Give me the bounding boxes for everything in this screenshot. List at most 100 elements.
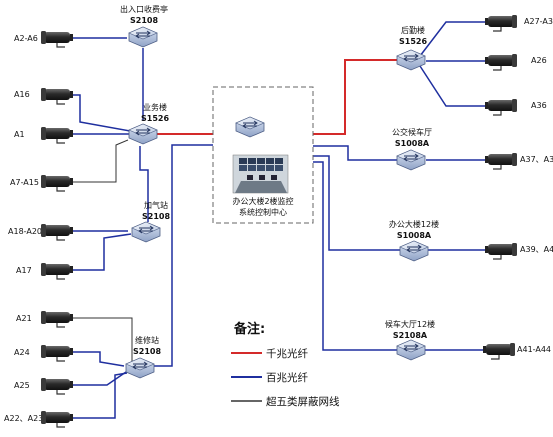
switch-entrance-name: 出入口收费亭 [120,4,168,14]
switch-icon [396,339,426,361]
link-gas-business [139,146,149,222]
camera-label: A2-A6 [14,34,38,43]
switch-business: 业务楼 S1526 [128,102,169,145]
camera-left-3: A7-A15 [10,174,74,192]
link-logistics-a27a35 [419,21,485,57]
camera-left-8: A25 [14,377,74,395]
camera-icon [40,30,74,48]
camera-label: A37、A38 [520,155,553,164]
camera-label: A24 [14,348,30,357]
switch-gas: 加气站 S2108 [131,200,170,243]
camera-icon [484,53,518,71]
switch-repair: 维修站 S2108 [125,335,161,379]
switch-bus-hall-model: S1008A [395,139,430,148]
link-a22a23-repair [72,372,128,419]
camera-right-5: A41-A44 [482,342,551,360]
legend-title: 备注: [233,321,265,337]
camera-label: A22、A23 [4,414,43,423]
switch-gas-name: 加气站 [144,200,168,210]
switch-icon [128,123,158,145]
camera-left-9: A22、A23 [4,410,74,428]
camera-label: A39、A40 [520,245,553,254]
link-a25-repair [72,371,127,386]
switch-bus-hall: 公交候车厅 S1008A [392,127,432,171]
switch-repair-model: S2108 [133,347,161,356]
camera-left-0: A2-A6 [14,30,74,48]
link-repair-center [154,144,213,367]
switch-business-name: 业务楼 [143,102,167,112]
camera-label: A7-A15 [10,178,39,187]
camera-right-1: A26 [484,53,547,71]
switch-icon [396,149,426,171]
switch-logistics: 后勤楼 S1526 [396,25,427,71]
link-logistics-a36 [419,65,485,107]
camera-right-4: A39、A40 [484,242,553,260]
switch-icon [128,26,158,48]
camera-icon [482,342,516,360]
camera-label: A17 [16,266,32,275]
control-center: 办公大楼2楼监控 系统控制中心 [212,86,314,224]
switch-business-model: S1526 [141,114,169,123]
camera-right-2: A36 [484,98,547,116]
switch-entrance-model: S2108 [130,16,158,25]
camera-icon [484,242,518,260]
camera-label: A16 [14,90,30,99]
switch-waiting12: 候车大厅12楼 S2108A [385,319,435,361]
switch-entrance: 出入口收费亭 S2108 [120,4,168,48]
link-center-bus-hall [313,145,397,161]
camera-icon [40,174,74,192]
camera-icon [40,410,74,428]
camera-icon [484,152,518,170]
camera-label: A1 [14,130,25,139]
camera-label: A21 [16,314,32,323]
camera-icon [40,87,74,105]
camera-left-1: A16 [14,87,74,105]
switch-gas-model: S2108 [142,212,170,221]
camera-label: A36 [531,101,547,110]
camera-right-3: A37、A38 [484,152,553,170]
camera-label: A41-A44 [517,345,551,354]
camera-icon [484,98,518,116]
legend-label-gigabit: 千兆光纤 [266,347,308,360]
link-center-logistics [313,59,397,135]
link-a21-repair [72,317,133,362]
camera-label: A26 [531,56,547,65]
camera-icon [40,126,74,144]
switch-repair-name: 维修站 [135,335,159,345]
monitoring-room-icon [232,154,289,194]
switch-office12: 办公大楼12楼 S1008A [389,219,439,262]
switch-bus-hall-name: 公交候车厅 [392,127,432,137]
switch-logistics-model: S1526 [399,37,427,46]
camera-label: A25 [14,381,30,390]
link-a17-gas [72,233,132,271]
camera-left-4: A18-A20 [8,223,74,241]
switch-office12-model: S1008A [397,231,432,240]
switch-icon [125,357,155,379]
legend-label-fast: 百兆光纤 [266,371,308,384]
camera-left-5: A17 [16,262,74,280]
camera-icon [484,14,518,32]
link-a24-repair [72,351,125,367]
camera-left-7: A24 [14,344,74,362]
legend: 备注: 千兆光纤 百兆光纤 超五类屏蔽网线 [231,321,340,408]
switch-icon [399,240,429,262]
link-center-waiting12 [313,161,397,351]
link-center-office12 [313,155,403,251]
switch-waiting12-name: 候车大厅12楼 [385,319,435,329]
camera-icon [40,310,74,328]
link-a16-business [72,94,131,132]
link-a7a15-business [72,139,129,183]
camera-left-6: A21 [16,310,74,328]
center-title-line2: 系统控制中心 [239,207,287,217]
legend-label-utp: 超五类屏蔽网线 [266,395,340,408]
camera-label: A27-A35 [524,17,553,26]
camera-icon [40,223,74,241]
switch-office12-name: 办公大楼12楼 [389,219,439,229]
camera-icon [40,344,74,362]
camera-icon [40,377,74,395]
camera-left-2: A1 [14,126,74,144]
links [72,21,485,419]
camera-right-0: A27-A35 [484,14,553,32]
center-title-line1: 办公大楼2楼监控 [232,196,293,206]
